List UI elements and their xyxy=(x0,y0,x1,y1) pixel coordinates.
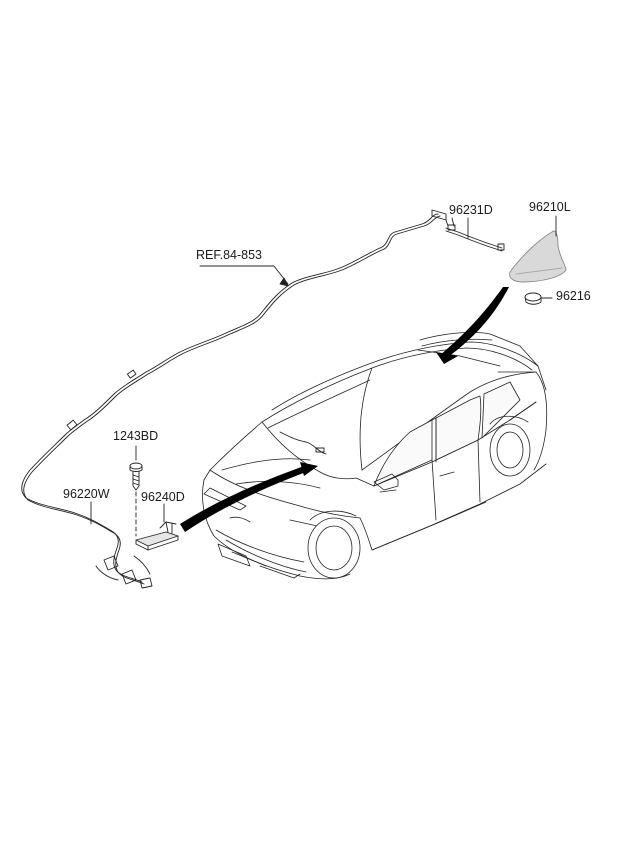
pointer-wedges xyxy=(180,287,509,532)
car-body xyxy=(202,332,548,580)
part-label-96210l[interactable]: 96210L xyxy=(529,200,571,214)
bolt-1243bd xyxy=(129,462,143,537)
antenna-cable-harness xyxy=(21,209,447,589)
sub-cable-96231d xyxy=(445,217,505,252)
part-label-ref-84-853[interactable]: REF.84-853 xyxy=(196,248,263,262)
part-label-96216[interactable]: 96216 xyxy=(556,289,591,303)
shark-fin-antenna xyxy=(509,230,567,283)
part-label-96240d[interactable]: 96240D xyxy=(141,490,185,504)
part-label-96231d[interactable]: 96231D xyxy=(449,203,493,217)
part-label-96220w[interactable]: 96220W xyxy=(63,487,110,501)
part-label-1243bd[interactable]: 1243BD xyxy=(113,429,159,443)
grommet-96216 xyxy=(524,292,553,305)
leader-lines xyxy=(90,215,557,525)
car-cable-detail xyxy=(279,431,327,455)
module-96240d xyxy=(135,521,179,551)
